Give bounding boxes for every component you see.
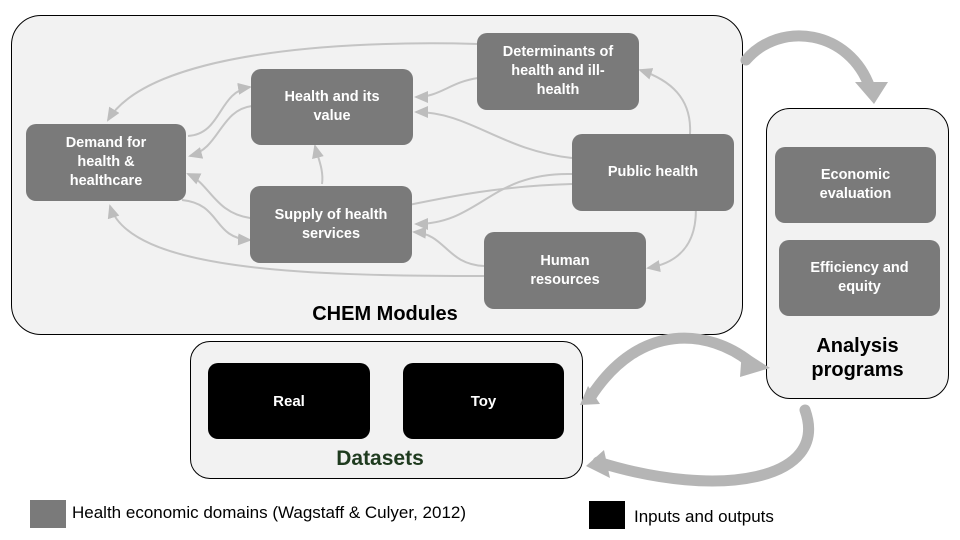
node-demand-health-healthcare: Demand for health & healthcare — [26, 124, 186, 201]
arrowhead-to-analysis-from-datasets — [740, 350, 770, 377]
arrow-determinants-to-demand — [106, 42, 479, 122]
legend-io-label: Inputs and outputs — [634, 507, 774, 526]
legend-io-swatch — [589, 501, 625, 529]
datasets-title: Datasets — [336, 447, 424, 470]
arrow-supply-to-health-value — [312, 144, 324, 185]
arrowhead-to-datasets-upper — [580, 386, 600, 405]
arrowhead-to-analysis — [855, 82, 888, 104]
node-supply-of-health-services: Supply of health services — [250, 186, 412, 263]
node-determinants: Determinants of health and ill-health — [477, 33, 639, 110]
node-economic-evaluation: Economic evaluation — [775, 147, 936, 223]
node-toy-dataset: Toy — [403, 363, 564, 439]
arrow-analysis-to-datasets — [592, 404, 814, 487]
legend-domains-label: Health economic domains (Wagstaff & Culy… — [72, 503, 467, 522]
arrowhead-to-datasets — [586, 450, 610, 478]
arrow-demand-to-supply — [181, 199, 252, 246]
chem-modules-title: CHEM Modules — [312, 303, 458, 325]
arrow-public-health-to-health-value — [414, 106, 573, 159]
arrow-health-value-to-demand — [188, 105, 253, 159]
arrow-public-health-to-determinants — [638, 68, 692, 135]
node-health-and-its-value: Health and its value — [251, 69, 413, 145]
arrow-determinants-to-health-value — [414, 77, 479, 103]
node-efficiency-and-equity: Efficiency and equity — [779, 240, 940, 316]
node-public-health: Public health — [572, 134, 734, 211]
arrow-datasets-to-analysis — [584, 332, 756, 404]
node-human-resources: Human resources — [484, 232, 646, 309]
node-real-dataset: Real — [208, 363, 370, 439]
arrow-public-health-to-supply — [414, 172, 573, 230]
legend-domains-swatch — [30, 500, 66, 528]
arrow-modules-to-analysis — [740, 30, 876, 94]
arrow-demand-to-health-value — [187, 82, 252, 137]
analysis-programs-title: Analysis programs — [811, 335, 904, 381]
arrow-human-resources-to-supply — [412, 226, 485, 267]
arrow-human-resources-to-demand — [107, 204, 485, 277]
